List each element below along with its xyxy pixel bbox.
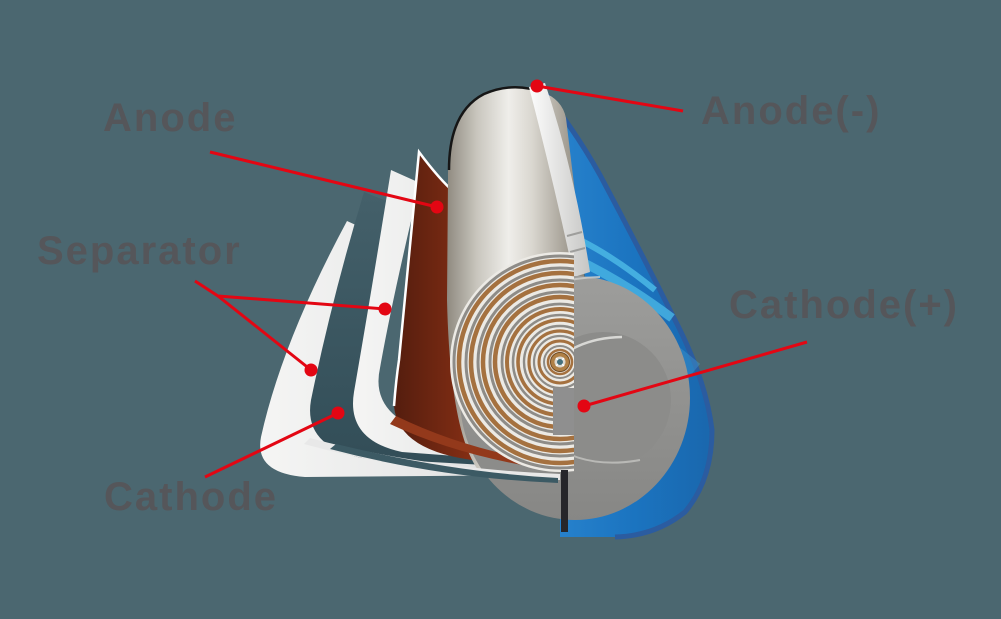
foil-edge-strip bbox=[529, 83, 590, 277]
strip-notch bbox=[566, 231, 583, 237]
cap-cut-notch bbox=[553, 388, 574, 435]
cathode-sheet bbox=[310, 192, 554, 469]
casing-dark-edge bbox=[536, 82, 715, 540]
separator-pointer-dot-b bbox=[304, 363, 318, 377]
separator-pointer-dot-a bbox=[378, 302, 392, 316]
cathode-leader-line bbox=[204, 411, 339, 479]
anode-leader-line bbox=[209, 150, 438, 209]
strip-notch bbox=[569, 247, 586, 253]
cathode-terminal-label: Cathode(+) bbox=[729, 283, 959, 327]
anode-pointer-dot bbox=[430, 200, 444, 214]
cathode-terminal-pointer-dot bbox=[577, 399, 591, 413]
anode-label: Anode bbox=[103, 96, 238, 140]
separator-sheet-inner bbox=[353, 170, 562, 464]
separator-leader-line-b bbox=[217, 294, 312, 372]
cathode-pointer-dot bbox=[331, 406, 345, 420]
cathode-terminal-leader-line bbox=[583, 340, 808, 408]
anode-terminal-leader-line bbox=[536, 84, 684, 113]
anode-terminal-label: Anode(-) bbox=[701, 89, 882, 133]
shell-cut-edge bbox=[561, 470, 568, 532]
separator-sheet-outer bbox=[260, 221, 560, 477]
spiral-center-pin bbox=[550, 352, 570, 372]
cathode-label: Cathode bbox=[104, 475, 278, 519]
annotation-lines bbox=[194, 79, 808, 479]
separator-label: Separator bbox=[37, 229, 242, 273]
anode-terminal-pointer-dot bbox=[530, 79, 544, 93]
anode-sheet bbox=[392, 148, 558, 466]
cylinder-top-outline bbox=[447, 86, 545, 171]
